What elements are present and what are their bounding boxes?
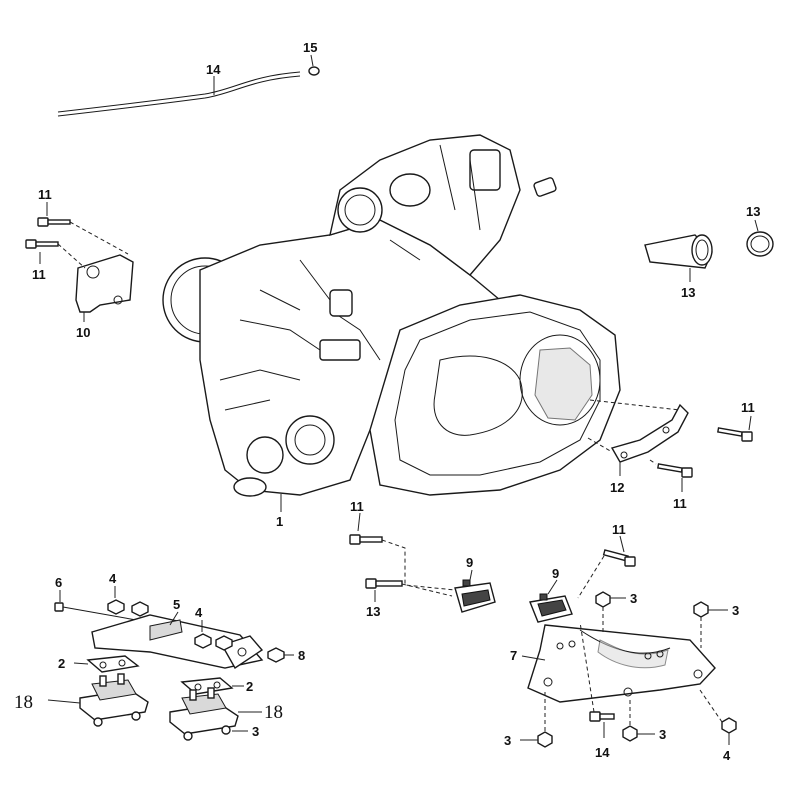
callout-4: 4 [723,748,731,763]
rubber-mount-part [169,687,239,735]
nut-part [267,647,285,663]
hose-clamp-part [746,231,774,257]
engine-assembly-part [162,134,621,497]
callout-3: 3 [732,603,739,618]
callout-9: 9 [552,566,559,581]
callout-17: 15 [303,40,317,55]
bolt-part [537,591,709,748]
callout-10: 10 [76,325,90,340]
callout-11: 11 [350,499,364,514]
callout-2: 2 [58,656,65,671]
bolt-part [589,711,615,722]
callout-13: 13 [366,604,380,619]
callout-3: 3 [252,724,259,739]
bolt-part [37,217,71,227]
nut-part [721,717,737,734]
callout-16: 14 [206,62,221,77]
bolt-part [717,427,753,442]
bolt-part [349,534,383,545]
bolt-part [93,711,231,741]
callout-11: 11 [32,267,46,282]
rubber-mount-part [79,673,149,721]
callout-11: 11 [612,522,626,537]
bolt-part [25,239,59,249]
callout-14: 13 [681,285,695,300]
spacer-plate-part [86,655,140,673]
callout-3: 3 [659,727,666,742]
intake-boot-part [644,234,713,269]
left-mount-bracket-part [75,254,134,313]
callout-4: 4 [109,571,117,586]
callout-15: 13 [746,204,760,219]
bolt-part [657,463,693,478]
callout-6: 6 [55,575,62,590]
callout-11: 11 [741,400,755,415]
callout-12: 12 [610,480,624,495]
nut-part [107,599,149,617]
callout-18: 18 [14,692,33,713]
callout-11: 11 [38,187,52,202]
callout-4: 4 [195,605,203,620]
bolt-part [602,549,636,567]
callout-8: 8 [298,648,305,663]
hose-clip-part [308,66,320,76]
right-mount-bracket-part [610,403,689,463]
callout-3: 3 [504,733,511,748]
bolt-part [365,578,403,589]
nut-part [194,633,233,651]
callout-5: 5 [173,597,180,612]
callout-11: 11 [673,496,687,511]
callout-7: 7 [510,648,517,663]
callout-2: 2 [246,679,253,694]
callout-1: 1 [276,514,283,529]
breather-hose-part [57,71,301,117]
callout-9: 9 [466,555,473,570]
callout-3: 3 [630,591,637,606]
engine-mount-part [529,593,573,623]
callout-18: 18 [264,702,283,723]
engine-mount-part [454,579,496,613]
callout-13: 14 [595,745,610,760]
skid-guard-part [527,624,716,703]
